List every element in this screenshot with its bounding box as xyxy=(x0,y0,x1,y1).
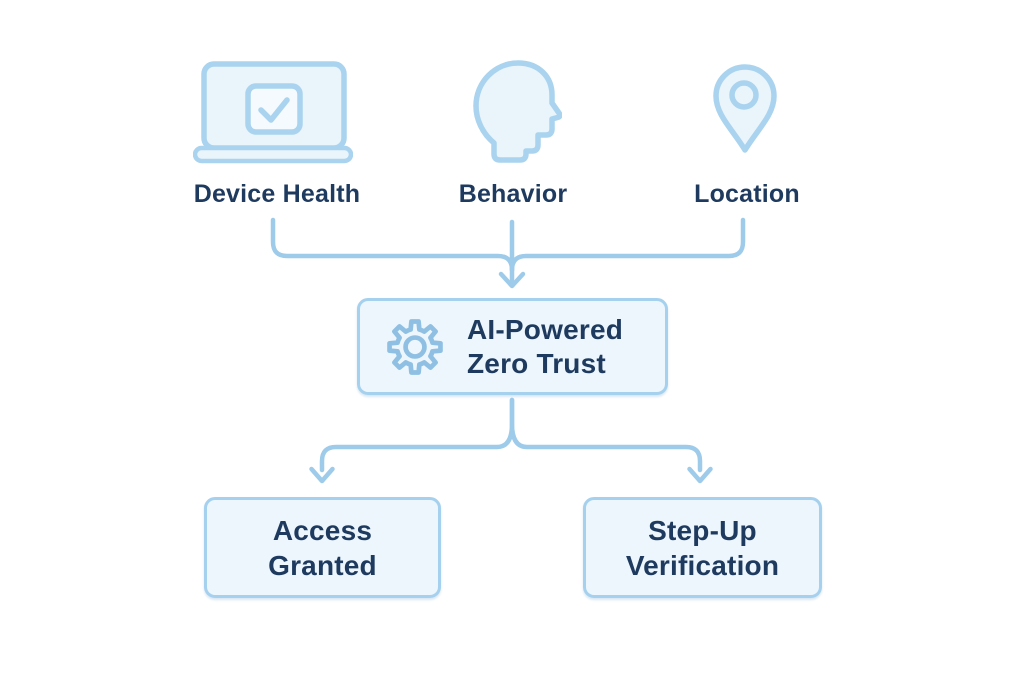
branch-right-arrowhead xyxy=(687,466,713,484)
process-line-2: Zero Trust xyxy=(467,347,606,379)
step-up-line-2: Verification xyxy=(625,549,780,581)
step-up-verification-box: Step-Up Verification xyxy=(583,497,822,598)
edge-device-health-to-process xyxy=(270,217,515,273)
ai-zero-trust-text: AI-Powered Zero Trust xyxy=(467,313,623,381)
converge-arrowhead xyxy=(498,271,526,289)
access-granted-box: Access Granted xyxy=(204,497,441,598)
laptop-check-icon xyxy=(193,60,353,164)
behavior-label: Behavior xyxy=(458,180,568,208)
access-granted-line-2: Granted xyxy=(268,549,377,581)
gear-icon xyxy=(385,317,445,377)
location-pin-icon xyxy=(712,64,778,154)
location-label: Location xyxy=(694,180,800,208)
device-health-label: Device Health xyxy=(193,180,361,208)
branch-left-arrowhead xyxy=(309,466,335,484)
access-granted-line-1: Access xyxy=(272,514,373,546)
step-up-line-1: Step-Up xyxy=(648,514,757,546)
edge-process-to-access-granted xyxy=(319,397,515,473)
head-profile-icon xyxy=(470,57,562,163)
process-line-1: AI-Powered xyxy=(467,313,624,345)
edge-process-to-step-up xyxy=(509,397,703,473)
edge-location-to-process xyxy=(509,217,746,273)
ai-zero-trust-box: AI-Powered Zero Trust xyxy=(357,298,668,395)
